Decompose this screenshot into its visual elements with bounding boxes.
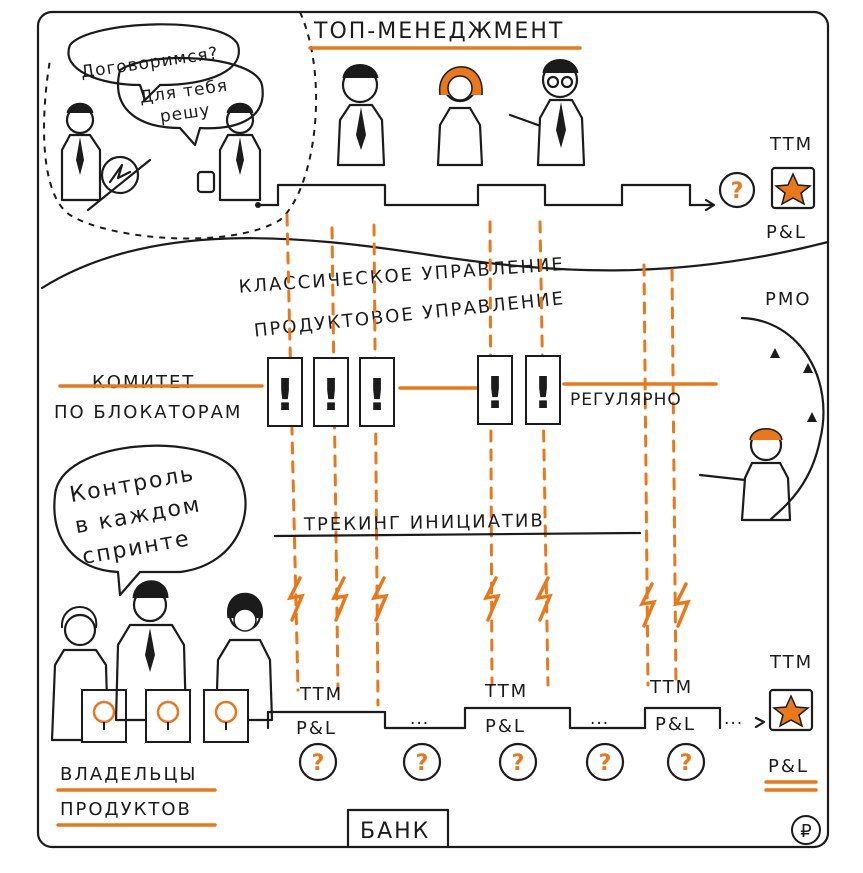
pmo-label: PMO xyxy=(765,289,812,310)
top-question-mark: ? xyxy=(731,179,744,204)
pmo-marker-2 xyxy=(803,363,813,373)
bottom-timeline-arrow xyxy=(754,716,766,729)
question-icon: ? xyxy=(498,742,538,782)
tracking-line xyxy=(273,531,642,538)
pmo-arc xyxy=(740,316,825,522)
owners-label-1: ВЛАДЕЛЬЦЫ xyxy=(60,764,197,785)
question-icon: ? xyxy=(666,742,706,782)
question-icon: ? xyxy=(585,742,625,782)
exclamation-icon: ! xyxy=(533,368,553,419)
lightning-icon xyxy=(534,576,553,622)
bottom-timeline xyxy=(266,706,722,730)
blocker-card-3: ! xyxy=(359,357,395,427)
tracking-label: ТРЕКИНГ ИНИЦИАТИВ xyxy=(303,510,545,535)
blocker-card-2: ! xyxy=(313,357,349,427)
lightning-icon xyxy=(286,576,305,622)
top-question-icon: ? xyxy=(718,171,756,209)
svg-text:?: ? xyxy=(416,751,429,776)
bank-label: БАНК xyxy=(360,819,430,844)
svg-text:?: ? xyxy=(680,751,693,776)
committee-regularly: РЕГУЛЯРНО xyxy=(570,390,682,410)
person-negotiator-left xyxy=(60,102,152,212)
svg-text:?: ? xyxy=(312,751,325,776)
pmo-marker-1 xyxy=(770,348,780,358)
sprint-3-pl: P&L xyxy=(655,714,696,735)
lightbulb-icon xyxy=(214,700,238,724)
question-icon: ? xyxy=(402,742,442,782)
person-owner-3 xyxy=(203,592,274,743)
sprint-2-pl: P&L xyxy=(485,716,526,737)
negotiation-oval xyxy=(43,11,318,240)
lightning-icon xyxy=(482,576,501,622)
question-icon: ? xyxy=(298,742,338,782)
blocker-cards: ! ! ! ! ! xyxy=(267,355,561,427)
lightbulb-icon xyxy=(156,700,180,724)
bottom-timeline-dots-2: ... xyxy=(590,709,609,729)
svg-text:?: ? xyxy=(599,751,612,776)
lightning-bolts xyxy=(286,576,691,628)
exclamation-icon: ! xyxy=(321,370,341,421)
sprint-1-ttm: TTM xyxy=(299,684,343,705)
frame-border xyxy=(36,10,830,849)
person-pmo xyxy=(698,428,792,522)
top-timeline-start xyxy=(255,202,261,208)
top-management-title: ТОП-МЕНЕДЖМЕНТ xyxy=(313,19,564,44)
pmo-marker-3 xyxy=(807,412,817,422)
lightning-icon xyxy=(370,576,389,622)
blocker-card-4: ! xyxy=(477,355,513,425)
person-manager-2 xyxy=(436,66,484,167)
speech-bubble-control: Контроль в каждом спринте xyxy=(53,444,247,597)
lightning-icon xyxy=(638,582,657,628)
exclamation-icon: ! xyxy=(275,370,295,421)
lightning-icon xyxy=(672,582,691,628)
exclamation-icon: ! xyxy=(485,368,505,419)
top-pl-label: P&L xyxy=(766,222,807,243)
svg-text:?: ? xyxy=(512,751,525,776)
product-owners xyxy=(50,580,274,743)
top-timeline-arrow xyxy=(704,198,716,212)
committee-subtitle: ПО БЛОКАТОРАМ xyxy=(54,402,242,423)
sprint-3-ttm: TTM xyxy=(649,677,693,698)
person-owner-2 xyxy=(114,580,191,743)
product-management-text: ПРОДУКТОВОЕ УПРАВЛЕНИЕ xyxy=(253,288,566,342)
lightning-icon xyxy=(330,576,349,622)
committee-title: КОМИТЕТ xyxy=(92,372,195,393)
blocker-card-5: ! xyxy=(525,355,561,425)
person-manager-3 xyxy=(508,59,586,167)
person-owner-1 xyxy=(50,606,127,743)
bottom-star-icon xyxy=(768,688,814,732)
bank-box: БАНК xyxy=(346,808,450,848)
bubble-text-negotiate: Договоримся? xyxy=(80,44,220,83)
sprint-2-ttm: TTM xyxy=(484,681,528,702)
sprint-1-pl: P&L xyxy=(296,718,337,739)
top-ttm-label: TTM xyxy=(769,134,813,155)
owners-label-2: ПРОДУКТОВ xyxy=(60,799,192,820)
bottom-pl-label: P&L xyxy=(768,756,809,777)
bottom-timeline-dots-3: ... xyxy=(724,709,743,729)
person-manager-1 xyxy=(336,64,386,167)
wave-upper-line xyxy=(40,237,830,290)
person-negotiator-right xyxy=(196,102,262,202)
sprint-questions: ? ? ? ? ? xyxy=(298,742,706,782)
bottom-ttm-label: TTM xyxy=(769,652,813,673)
exclamation-icon: ! xyxy=(367,370,387,421)
blocker-card-1: ! xyxy=(267,357,303,427)
top-star-icon xyxy=(770,166,816,210)
ruble-sign: ₽ xyxy=(800,821,811,842)
lightbulb-icon xyxy=(92,700,116,724)
ruble-icon: ₽ xyxy=(791,815,821,845)
bottom-timeline-dots-1: ... xyxy=(410,709,429,729)
top-timeline xyxy=(256,183,714,207)
